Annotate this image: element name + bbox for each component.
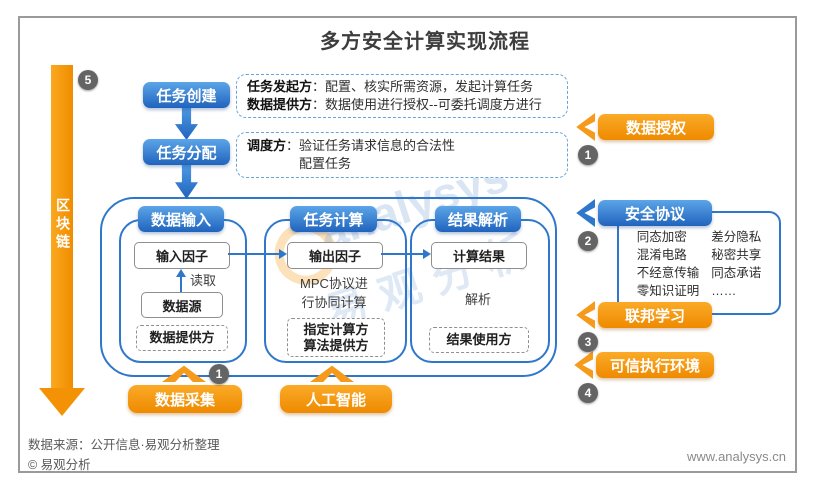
badge-5: 5 xyxy=(78,70,98,90)
data-source-note: 数据来源：公开信息·易观分析整理 xyxy=(28,438,220,452)
arrow-input-to-output-line xyxy=(228,253,280,255)
badge-2: 2 xyxy=(578,231,598,251)
task-create-box: 任务创建 xyxy=(143,82,230,108)
data-collect-box: 数据采集 xyxy=(128,385,242,413)
arrow-output-to-result-line xyxy=(381,253,425,255)
ai-box: 人工智能 xyxy=(280,385,392,413)
mpc-note: MPC协议进 行协同计算 xyxy=(300,276,368,310)
federated-learning-box: 联邦学习 xyxy=(598,302,712,328)
protocol-item: 零知识证明 xyxy=(636,284,700,298)
protocol-item: 不经意传输 xyxy=(636,266,700,280)
result-user-box: 结果使用方 xyxy=(429,327,529,353)
blockchain-bar xyxy=(51,65,73,390)
badge-1-right: 1 xyxy=(578,145,598,165)
protocol-item: …… xyxy=(711,284,737,298)
desc-row: 调度方：验证任务请求信息的合法性 xyxy=(247,138,456,153)
result-parse-header: 结果解析 xyxy=(435,206,521,232)
protocol-item: 差分隐私 xyxy=(711,230,762,244)
task-compute-header: 任务计算 xyxy=(290,206,377,232)
data-input-header: 数据输入 xyxy=(138,206,224,232)
task-assign-description: 调度方：验证任务请求信息的合法性 配置任务 xyxy=(236,132,568,178)
tee-box: 可信执行环境 xyxy=(596,352,714,378)
desc-row: 配置任务 xyxy=(299,156,352,171)
desc-row: 数据提供方：数据使用进行授权--可委托调度方进行 xyxy=(247,97,542,112)
page-title: 多方安全计算实现流程 xyxy=(320,31,530,53)
task-create-description: 任务发起方：配置、核实所需资源，发起计算任务 数据提供方：数据使用进行授权--可… xyxy=(236,74,568,118)
compute-party-box: 指定计算方 算法提供方 xyxy=(287,318,385,357)
badge-1-bottom: 1 xyxy=(209,364,229,384)
arrow-output-to-result-head-icon xyxy=(423,249,431,259)
task-assign-box: 任务分配 xyxy=(143,139,230,165)
desc-row: 任务发起方：配置、核实所需资源，发起计算任务 xyxy=(247,79,534,94)
input-factor-box: 输入因子 xyxy=(134,242,230,269)
protocol-item: 秘密共享 xyxy=(711,248,762,262)
data-provider-box: 数据提供方 xyxy=(136,325,228,351)
output-factor-box: 输出因子 xyxy=(287,242,383,269)
security-protocol-box: 安全协议 xyxy=(598,200,712,226)
badge-3: 3 xyxy=(578,332,598,352)
protocol-item: 同态承诺 xyxy=(711,266,762,280)
blockchain-bar-arrowhead-icon xyxy=(39,388,85,416)
read-arrowhead-icon xyxy=(176,269,186,277)
website-url: www.analysys.cn xyxy=(687,449,786,464)
copyright-note: © 易观分析 xyxy=(28,458,91,472)
compute-result-box: 计算结果 xyxy=(431,242,527,269)
data-source-box: 数据源 xyxy=(141,292,223,318)
badge-4: 4 xyxy=(578,383,598,403)
protocol-item: 同态加密 xyxy=(636,230,687,244)
protocol-grid: 同态加密 差分隐私 混淆电路 秘密共享 不经意传输 同态承诺 零知识证明 …… xyxy=(619,229,779,300)
protocol-item: 混淆电路 xyxy=(636,248,687,262)
read-arrow-line xyxy=(180,276,182,292)
data-auth-box: 数据授权 xyxy=(598,114,714,140)
arrow-input-to-output-head-icon xyxy=(279,249,287,259)
read-label: 读取 xyxy=(190,273,217,288)
parse-label: 解析 xyxy=(464,292,491,307)
protocol-list-panel: 同态加密 差分隐私 混淆电路 秘密共享 不经意传输 同态承诺 零知识证明 …… xyxy=(617,211,781,315)
blockchain-label: 区块链 xyxy=(55,198,71,252)
